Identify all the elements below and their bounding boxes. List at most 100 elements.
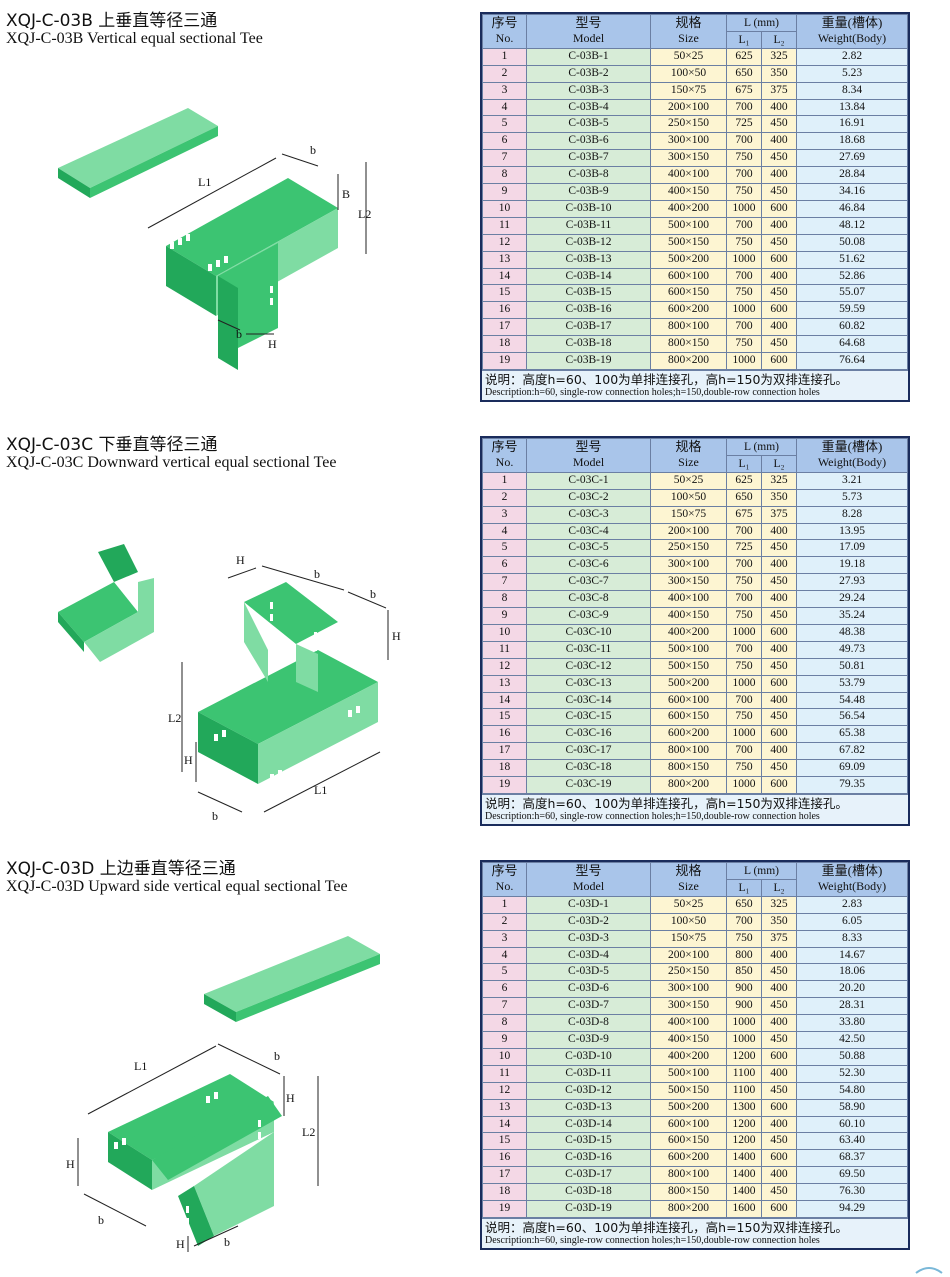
cell-size: 600×200: [650, 301, 727, 320]
cell-size: 300×150: [650, 149, 727, 168]
cell-no: 10: [482, 199, 527, 218]
cell-size: 200×100: [650, 522, 727, 541]
cell-l2: 400: [761, 1064, 797, 1083]
cell-model: C-03B-2: [526, 64, 651, 83]
cell-weight: 2.82: [796, 47, 908, 66]
table-description: 说明：高度h=60、100为单排连接孔，高h=150为双排连接孔。 Descri…: [482, 794, 908, 824]
cell-weight: 52.30: [796, 1064, 908, 1083]
cell-no: 8: [482, 166, 527, 185]
table-description: 说明：高度h=60、100为单排连接孔，高h=150为双排连接孔。 Descri…: [482, 370, 908, 400]
cell-l2: 375: [761, 81, 797, 100]
cell-l1: 700: [726, 640, 762, 659]
cell-no: 18: [482, 759, 527, 778]
cell-model: C-03C-6: [526, 556, 651, 575]
cell-l1: 700: [726, 132, 762, 151]
cell-no: 18: [482, 335, 527, 354]
cell-no: 8: [482, 590, 527, 609]
cell-model: C-03C-17: [526, 742, 651, 761]
cell-l2: 325: [761, 895, 797, 914]
cell-model: C-03D-9: [526, 1031, 651, 1049]
cell-l2: 450: [761, 1183, 797, 1202]
cell-weight: 50.81: [796, 657, 908, 676]
cell-size: 100×50: [650, 488, 727, 507]
cell-l2: 400: [761, 98, 797, 117]
cell-size: 200×100: [650, 946, 727, 965]
cell-size: 400×150: [650, 607, 727, 625]
cell-l2: 350: [761, 488, 797, 507]
cell-l2: 450: [761, 183, 797, 201]
cell-l2: 400: [761, 132, 797, 151]
cell-l2: 350: [761, 64, 797, 83]
cell-model: C-03B-11: [526, 216, 651, 235]
cell-l1: 750: [726, 759, 762, 778]
header-l2: L₂: [761, 454, 797, 473]
cell-no: 7: [482, 997, 527, 1016]
cell-l2: 400: [761, 946, 797, 965]
cell-no: 5: [482, 963, 527, 982]
cell-no: 9: [482, 1031, 527, 1049]
cell-l2: 400: [761, 1115, 797, 1134]
cell-model: C-03C-3: [526, 505, 651, 524]
cell-l2: 600: [761, 1149, 797, 1168]
cell-weight: 76.64: [796, 352, 908, 370]
header-weight: 重量(槽体)Weight(Body): [796, 862, 908, 897]
cell-no: 19: [482, 1200, 527, 1218]
cell-weight: 33.80: [796, 1014, 908, 1033]
cell-l2: 450: [761, 708, 797, 727]
cell-no: 11: [482, 1064, 527, 1083]
cell-l2: 400: [761, 166, 797, 185]
cell-size: 600×150: [650, 1132, 727, 1151]
cell-l2: 375: [761, 929, 797, 948]
cell-l1: 1000: [726, 250, 762, 269]
cell-size: 400×200: [650, 623, 727, 642]
cell-l1: 750: [726, 149, 762, 168]
cell-no: 9: [482, 183, 527, 201]
cell-l1: 700: [726, 590, 762, 609]
cell-l2: 400: [761, 691, 797, 710]
cell-no: 15: [482, 1132, 527, 1151]
cell-model: C-03D-4: [526, 946, 651, 965]
dim-label: H: [268, 337, 277, 351]
cell-l2: 400: [761, 267, 797, 286]
cell-weight: 27.93: [796, 573, 908, 592]
cell-size: 500×200: [650, 1098, 727, 1117]
cell-l2: 400: [761, 318, 797, 337]
cell-l1: 1100: [726, 1064, 762, 1083]
cell-no: 11: [482, 216, 527, 235]
header-l2: L₂: [761, 30, 797, 49]
cell-size: 800×100: [650, 318, 727, 337]
cell-l2: 600: [761, 1098, 797, 1117]
section-title-cn: XQJ-C-03B 上垂直等径三通: [6, 11, 218, 31]
cell-l1: 700: [726, 912, 762, 931]
dim-label: L1: [314, 783, 327, 797]
cell-model: C-03D-15: [526, 1132, 651, 1151]
cell-model: C-03B-5: [526, 115, 651, 134]
cell-l2: 450: [761, 657, 797, 676]
cell-l1: 1000: [726, 725, 762, 744]
cell-size: 500×100: [650, 216, 727, 235]
cell-weight: 94.29: [796, 1200, 908, 1218]
watermark-logo-icon: [915, 1267, 943, 1274]
cell-model: C-03D-19: [526, 1200, 651, 1218]
description-en: Description:h=60, single-row connection …: [485, 1235, 820, 1246]
cell-l1: 1200: [726, 1132, 762, 1151]
cell-weight: 49.73: [796, 640, 908, 659]
cell-l2: 450: [761, 607, 797, 625]
cell-no: 16: [482, 301, 527, 320]
cell-weight: 18.68: [796, 132, 908, 151]
cell-weight: 29.24: [796, 590, 908, 609]
